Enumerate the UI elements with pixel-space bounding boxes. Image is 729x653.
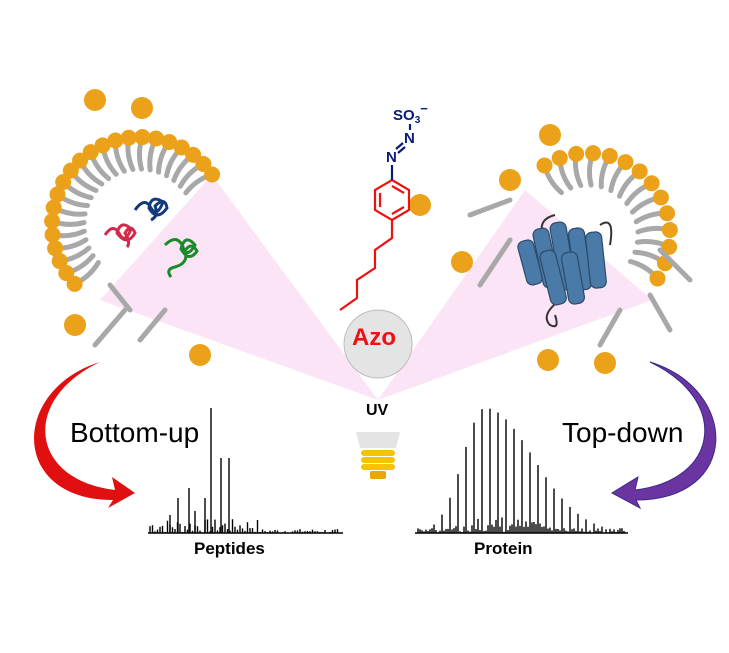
lipid-head (72, 152, 89, 169)
azo-molecule (339, 124, 412, 311)
lipid-head (643, 175, 660, 192)
lipid-head (185, 146, 202, 163)
free-surfactant-monomers (64, 89, 693, 374)
sulfonate-charge: − (420, 101, 428, 116)
free-lipid-tail (477, 237, 513, 288)
sulfonate-label: SO3− (393, 102, 428, 126)
nitrogen-1: N (386, 149, 397, 166)
lipid-head (652, 189, 669, 206)
bottom-up-label: Bottom-up (70, 417, 200, 448)
free-lipid-tail (137, 307, 168, 343)
free-lipid-head (131, 97, 153, 119)
lipid-head (173, 139, 190, 156)
bottom-up-arrow (34, 362, 135, 508)
free-lipid-tail (647, 292, 673, 333)
lipid-head (649, 270, 666, 287)
top-down-label: Top-down (562, 417, 684, 448)
free-lipid-head (451, 251, 473, 273)
lipid-head (204, 166, 221, 183)
lipid-head (148, 130, 165, 147)
lipid-head (568, 145, 585, 162)
peptides-label: Peptides (194, 539, 265, 558)
lipid-head (49, 186, 66, 203)
lipid-head (107, 132, 124, 149)
micelle-left (44, 129, 221, 292)
micelle-right (536, 145, 678, 287)
lipid-head (659, 205, 676, 222)
lipid-head (44, 213, 61, 230)
lipid-head (536, 157, 553, 174)
lipid-head (617, 154, 634, 171)
uv-label: UV (366, 402, 389, 419)
free-lipid-head (537, 349, 559, 371)
lipid-head (631, 163, 648, 180)
lipid-head (58, 265, 75, 282)
lipid-head (134, 129, 151, 146)
free-lipid-tail (92, 307, 128, 348)
free-lipid-head (409, 194, 431, 216)
lipid-head (161, 133, 178, 150)
lipid-head (94, 137, 111, 154)
free-lipid-head (594, 352, 616, 374)
lipid-head (120, 129, 137, 146)
free-lipid-tail (107, 282, 133, 313)
lipid-head (661, 238, 678, 255)
lipid-head (45, 199, 62, 216)
lipid-head (551, 150, 568, 167)
free-lipid-tail (597, 307, 623, 348)
peptide-coils (103, 197, 199, 278)
lipid-head (66, 275, 83, 292)
free-lipid-head (539, 124, 561, 146)
free-lipid-head (84, 89, 106, 111)
lipid-head (51, 253, 68, 270)
azo-label: Azo (352, 324, 396, 351)
protein-spectrum (415, 408, 628, 534)
peptide-spectrum (148, 408, 343, 534)
lipid-head (601, 147, 618, 164)
lipid-head (82, 144, 99, 161)
free-lipid-head (499, 169, 521, 191)
lipid-head (47, 240, 64, 257)
lipid-head (55, 174, 72, 191)
lipid-head (195, 155, 212, 172)
lipid-head (585, 145, 602, 162)
sulfonate-group: SO (393, 107, 415, 124)
lipid-head (44, 226, 61, 243)
uv-beam-left (100, 175, 378, 400)
protein-label: Protein (474, 539, 533, 558)
lipid-head (62, 162, 79, 179)
lipid-head (661, 221, 678, 238)
uv-lamp-icon (343, 309, 413, 479)
sulfonate-subscript: 3 (414, 115, 421, 126)
membrane-protein (517, 214, 613, 328)
nitrogen-2: N (404, 130, 415, 147)
free-lipid-head (189, 344, 211, 366)
top-down-arrow (610, 361, 717, 510)
free-lipid-tail (657, 247, 693, 283)
free-lipid-head (64, 314, 86, 336)
free-lipid-tail (467, 197, 513, 218)
